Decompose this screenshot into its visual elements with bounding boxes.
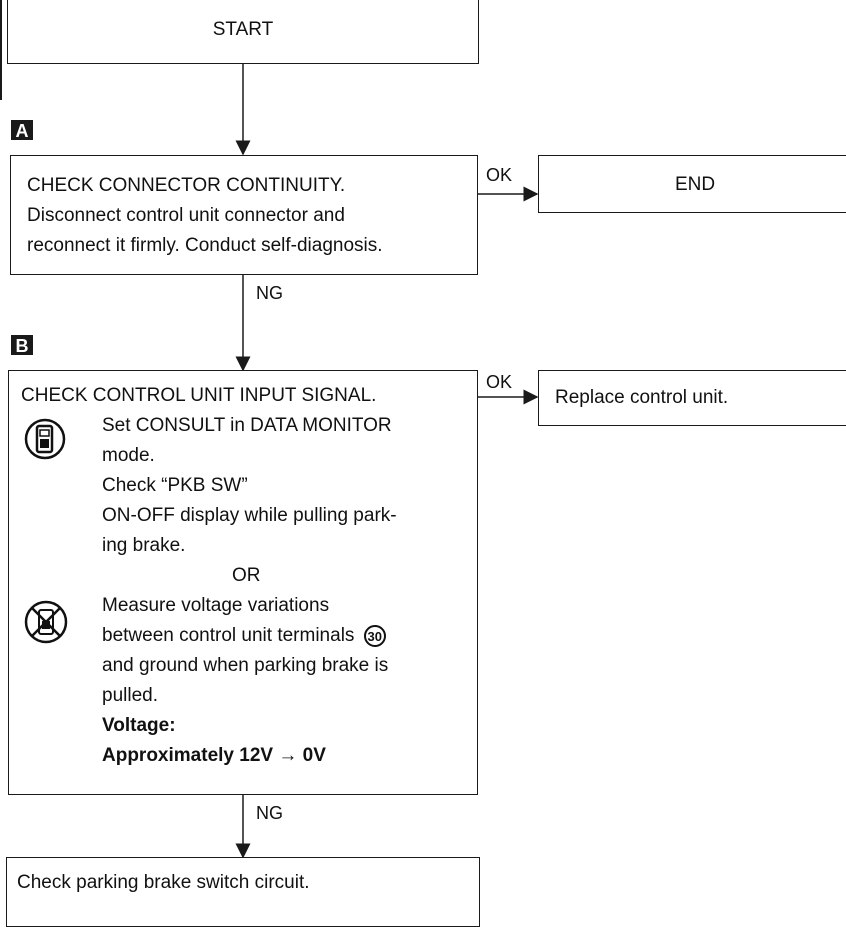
- no-consult-icon: [24, 600, 68, 644]
- tester-line-1: Measure voltage variations: [102, 595, 330, 616]
- step-b-ng-label: NG: [256, 803, 283, 823]
- final-label: Check parking brake switch circuit.: [17, 872, 310, 893]
- replace-control-unit-box: Replace control unit.: [538, 370, 846, 426]
- consult-line-3: Check “PKB SW”: [102, 475, 248, 496]
- consult-tester-icon: [24, 418, 66, 460]
- consult-line-4: ON-OFF display while pulling park-: [102, 505, 397, 526]
- step-a-line-2: Disconnect control unit connector and: [27, 205, 345, 226]
- tester-line-3: and ground when parking brake is: [102, 655, 389, 676]
- step-a-ok-label: OK: [486, 165, 513, 185]
- terminal-number-badge: 30: [363, 624, 386, 647]
- tester-line-4: pulled.: [102, 685, 158, 706]
- tester-line-2: between control unit terminals: [102, 625, 355, 646]
- check-switch-circuit-box: Check parking brake switch circuit.: [6, 857, 480, 927]
- start-box: START: [7, 0, 479, 64]
- step-b-ok-label: OK: [486, 372, 513, 392]
- voltage-value: Approximately 12V → 0V: [102, 745, 326, 766]
- replace-label: Replace control unit.: [555, 387, 729, 408]
- voltage-label: Voltage:: [102, 715, 176, 736]
- consult-line-2: mode.: [102, 445, 155, 466]
- check-input-signal-box: CHECK CONTROL UNIT INPUT SIGNAL. Set CON…: [8, 370, 478, 795]
- step-a-ng-label: NG: [256, 283, 283, 303]
- step-a-line-3: reconnect it firmly. Conduct self-diagno…: [27, 235, 383, 256]
- check-connector-box: CHECK CONNECTOR CONTINUITY. Disconnect c…: [10, 155, 478, 275]
- or-label: OR: [232, 565, 261, 586]
- step-b-badge: B: [11, 335, 33, 356]
- step-b-title: CHECK CONTROL UNIT INPUT SIGNAL.: [21, 385, 377, 406]
- step-a-badge: A: [11, 120, 33, 141]
- consult-line-5: ing brake.: [102, 535, 186, 556]
- consult-line-1: Set CONSULT in DATA MONITOR: [102, 415, 392, 436]
- tester-line-2-wrap: between control unit terminals 30: [102, 621, 386, 651]
- end-label: END: [675, 174, 716, 195]
- step-a-line-1: CHECK CONNECTOR CONTINUITY.: [27, 175, 346, 196]
- end-box: END: [538, 155, 846, 213]
- start-label: START: [212, 19, 274, 40]
